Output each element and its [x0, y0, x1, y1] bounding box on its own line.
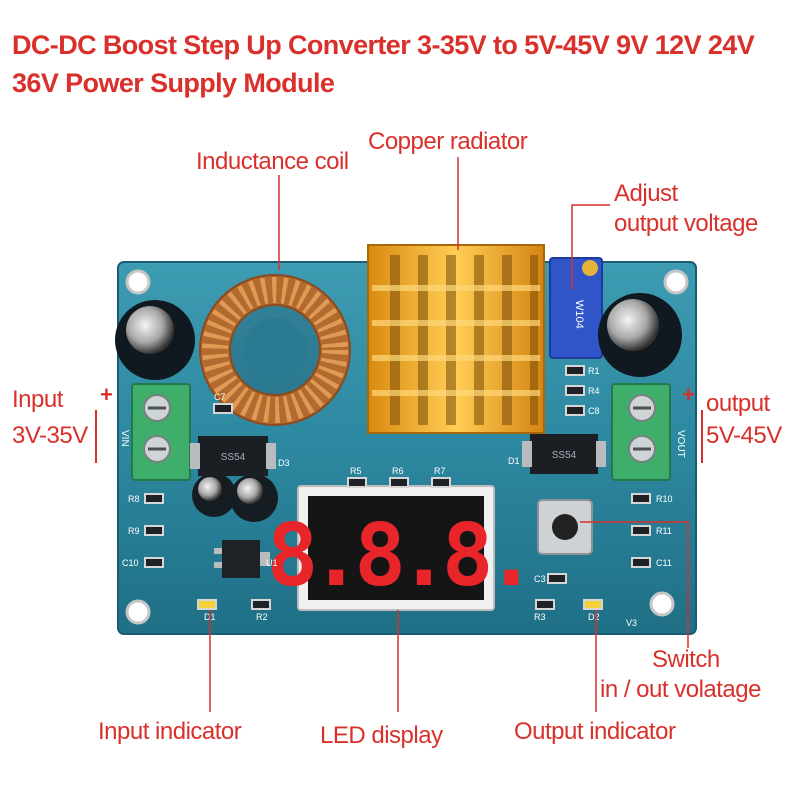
vout-label: VOUT [675, 430, 686, 458]
ss54-label: SS54 [552, 450, 577, 461]
mount-hole [125, 269, 151, 295]
push-button [537, 499, 593, 555]
d3-label: D3 [278, 458, 290, 468]
adjust-leader [571, 204, 610, 290]
r6-label: R6 [392, 466, 404, 476]
r10-label: R10 [656, 494, 673, 504]
output-terminal-block: VOUT [611, 383, 686, 481]
inductance-coil-label: Inductance coil [196, 148, 349, 175]
copper-radiator-label: Copper radiator [368, 128, 528, 155]
adjust-label: Adjust [614, 180, 678, 207]
inductance-coil [199, 274, 351, 426]
c3-label: C3 [534, 574, 546, 584]
diode-d3: SS54 D3 [190, 436, 290, 476]
r5-label: R5 [350, 466, 362, 476]
c11-label: C11 [656, 558, 672, 568]
r4-label: R4 [588, 386, 600, 396]
regulator-u1 [214, 540, 270, 578]
r9-label: R9 [128, 526, 140, 536]
pot-label: W104 [573, 300, 585, 329]
capacitor-right [598, 293, 682, 377]
output-indicator-label: Output indicator [514, 718, 676, 745]
capacitor-left [115, 300, 195, 380]
copper-radiator [367, 244, 545, 434]
r3-label: R3 [534, 612, 546, 622]
in-out-voltage-label: in / out volatage [600, 676, 761, 703]
capacitor-small [192, 473, 278, 522]
r1-label: R1 [588, 366, 600, 376]
r2-label: R2 [256, 612, 268, 622]
diode-d1-right: SS54 D1 [508, 434, 606, 474]
output-voltage-label: output voltage [614, 210, 758, 237]
mount-hole [649, 591, 675, 617]
r11-label: R11 [656, 526, 672, 536]
r7-label: R7 [434, 466, 446, 476]
vin-label: VIN [119, 430, 130, 447]
c7-label: C7 [214, 392, 226, 402]
mount-hole [663, 269, 689, 295]
ss54-label: SS54 [221, 452, 246, 463]
switch-label: Switch [652, 646, 720, 673]
output-label: output [706, 390, 770, 417]
input-range-label: 3V-35V [12, 422, 88, 449]
d2-label: D2 [588, 612, 600, 622]
c8-label: C8 [588, 406, 600, 416]
u1-label: U1 [266, 558, 278, 568]
page-title: DC-DC Boost Step Up Converter 3-35V to 5… [12, 30, 755, 98]
input-label: Input [12, 386, 63, 413]
output-range-label: 5V-45V [706, 422, 782, 449]
d1-label: D1 [508, 456, 520, 466]
input-terminal-block: VIN [119, 383, 191, 481]
led-display-label: LED display [320, 722, 443, 749]
output-plus: + [682, 382, 695, 407]
potentiometer: W104 [549, 257, 603, 359]
r8-label: R8 [128, 494, 140, 504]
led-digits: 8.8.8. [267, 506, 530, 606]
v3-label: V3 [626, 618, 637, 628]
switch-leader [580, 521, 689, 648]
led-display: 8.8.8. [267, 485, 537, 611]
callout-lines [95, 157, 703, 712]
c10-label: C10 [122, 558, 139, 568]
input-indicator-label: Input indicator [98, 718, 242, 745]
smd-components [144, 365, 651, 610]
mount-hole [125, 599, 151, 625]
input-plus: + [100, 382, 113, 407]
